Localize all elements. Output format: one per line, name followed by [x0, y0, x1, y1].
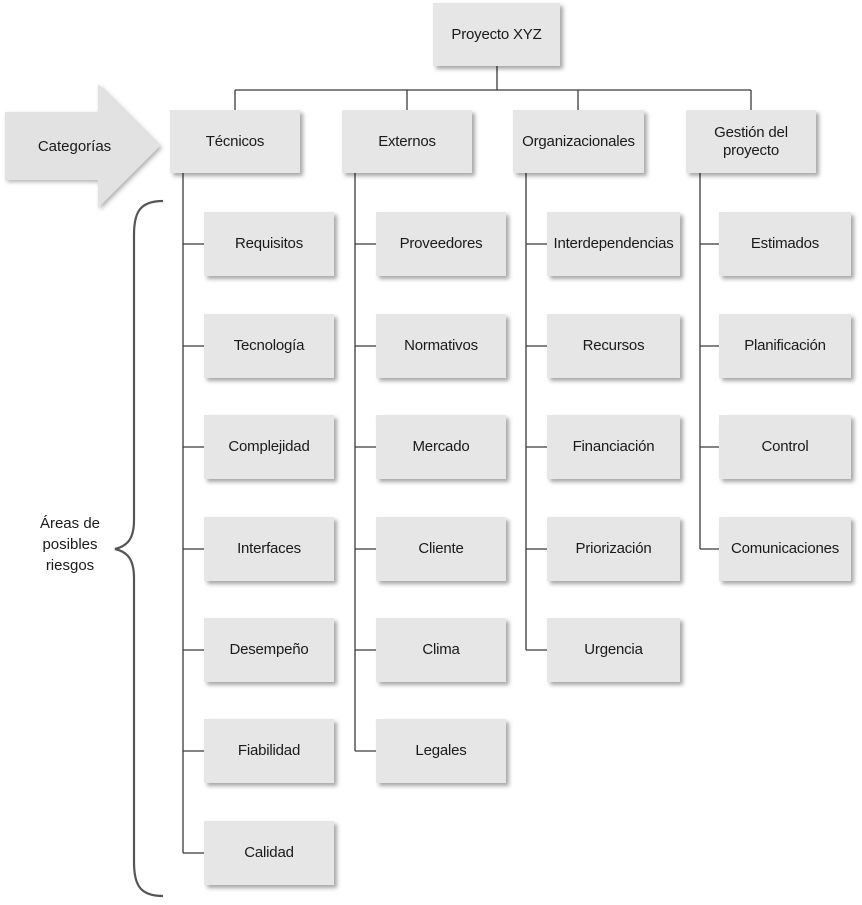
risk-item-label: Clima	[422, 641, 460, 658]
category-label: Organizacionales	[522, 132, 635, 150]
root-node-label: Proyecto XYZ	[451, 25, 542, 43]
category-label: Técnicos	[205, 132, 265, 150]
areas-label-line: riesgos	[45, 557, 95, 574]
risk-item-interfaces: Interfaces	[204, 517, 334, 581]
risk-item-label: Desempeño	[229, 641, 309, 658]
risk-item-interdependencias: Interdependencias	[547, 212, 680, 276]
risk-item-planificacion: Planificación	[719, 314, 851, 378]
risk-item-clima: Clima	[376, 618, 506, 682]
risk-item-fiabilidad: Fiabilidad	[204, 719, 334, 783]
risk-item-label: Control	[761, 438, 809, 455]
risk-item-normativos: Normativos	[376, 314, 506, 378]
risk-item-control: Control	[719, 415, 851, 479]
risk-item-label: Urgencia	[584, 641, 643, 658]
category-tecnicos: Técnicos	[170, 110, 300, 173]
categories-arrow-label: Categorías	[37, 137, 112, 155]
risk-item-label: Complejidad	[228, 438, 310, 455]
risk-item-label: Priorización	[575, 540, 652, 557]
risk-item-estimados: Estimados	[719, 212, 851, 276]
risk-item-cliente: Cliente	[376, 517, 506, 581]
risk-item-financiacion: Financiación	[547, 415, 680, 479]
risk-item-urgencia: Urgencia	[547, 618, 680, 682]
risk-item-label: Interdependencias	[553, 235, 674, 252]
risk-item-proveedores: Proveedores	[376, 212, 506, 276]
risk-item-label: Normativos	[404, 337, 478, 354]
risk-item-priorizacion: Priorización	[547, 517, 680, 581]
category-gestion-del-proyecto: Gestión del proyecto	[686, 110, 816, 173]
risk-item-tecnologia: Tecnología	[204, 314, 334, 378]
risk-item-comunicaciones: Comunicaciones	[719, 517, 851, 581]
category-label: Gestión del	[714, 123, 788, 141]
risk-item-recursos: Recursos	[547, 314, 680, 378]
root-node-proyecto-xyz: Proyecto XYZ	[433, 3, 560, 66]
category-externos: Externos	[342, 110, 472, 173]
risk-item-label: Proveedores	[399, 235, 483, 252]
risk-item-label: Legales	[415, 742, 467, 759]
categories-arrow	[5, 84, 160, 208]
risk-item-label: Planificación	[744, 337, 826, 354]
risk-item-legales: Legales	[376, 719, 506, 783]
risk-item-label: Recursos	[582, 337, 645, 354]
risk-item-calidad: Calidad	[204, 821, 334, 885]
risk-item-mercado: Mercado	[376, 415, 506, 479]
risk-item-label: Financiación	[572, 438, 655, 455]
risk-item-label: Interfaces	[237, 540, 301, 557]
areas-label-line: Áreas de	[39, 515, 101, 532]
areas-label: Áreas de posibles riesgos	[20, 513, 120, 576]
risk-item-label: Requisitos	[234, 235, 304, 252]
risk-item-label: Fiabilidad	[237, 742, 301, 759]
category-label: Externos	[378, 132, 436, 150]
risk-item-label: Estimados	[750, 235, 820, 252]
risk-item-complejidad: Complejidad	[204, 415, 334, 479]
risk-item-label: Comunicaciones	[730, 540, 840, 557]
risk-item-desempeno: Desempeño	[204, 618, 334, 682]
risk-item-label: Tecnología	[233, 337, 305, 354]
risk-item-requisitos: Requisitos	[204, 212, 334, 276]
risk-item-label: Cliente	[418, 540, 464, 557]
risk-item-label: Calidad	[244, 844, 294, 861]
category-label: proyecto	[723, 141, 779, 159]
category-organizacionales: Organizacionales	[513, 110, 644, 173]
risk-item-label: Mercado	[412, 438, 470, 455]
areas-label-line: posibles	[42, 536, 98, 553]
areas-brace	[114, 199, 164, 898]
